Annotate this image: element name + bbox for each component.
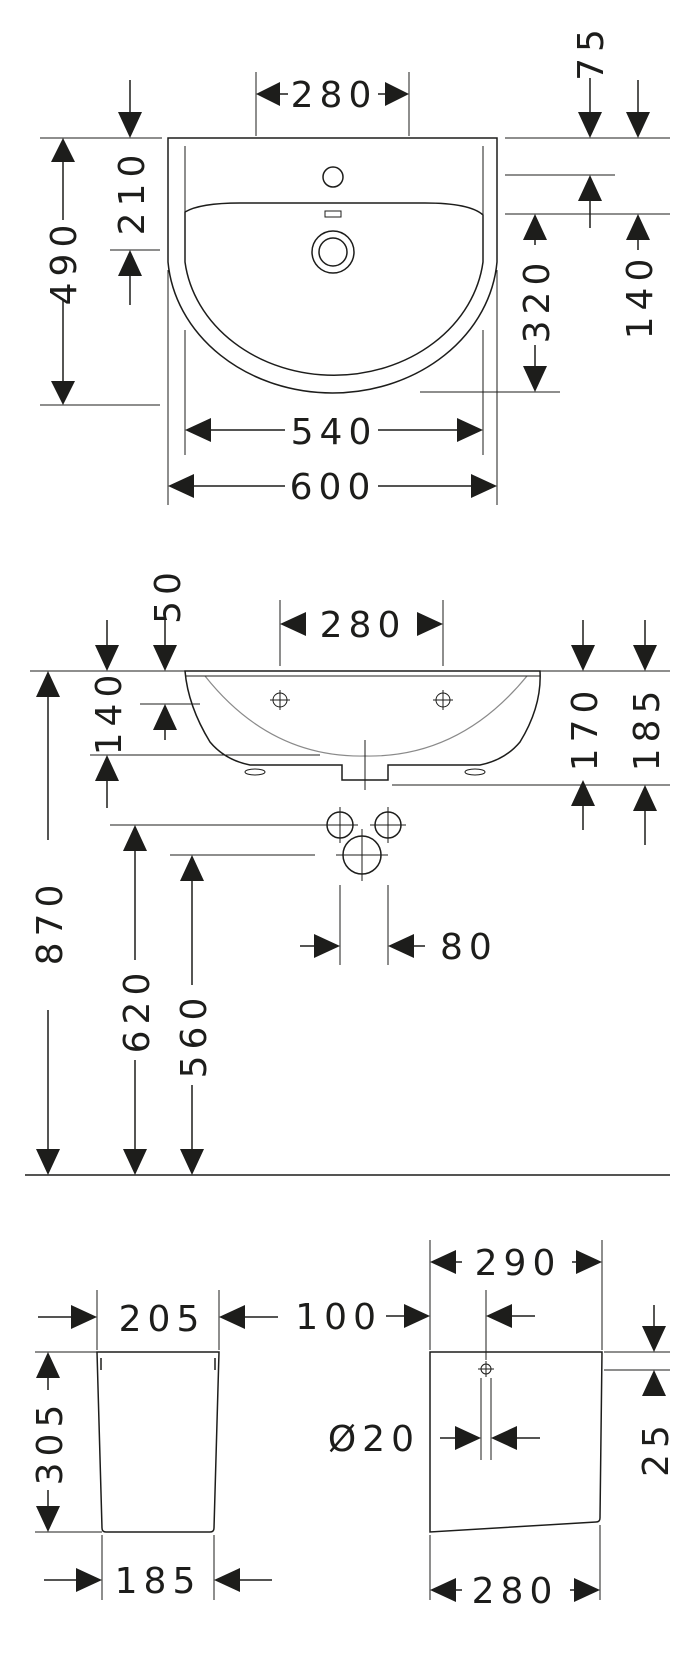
dim-185-front: 185 [627, 685, 668, 772]
dim-dia20: Ø20 [328, 1419, 420, 1460]
dim-290: 290 [475, 1243, 562, 1284]
dim-140-right: 140 [620, 253, 661, 340]
dim-80: 80 [440, 927, 498, 968]
dim-870: 870 [30, 879, 71, 966]
basin-inner-bowl [184, 202, 484, 376]
dim-25: 25 [636, 1419, 677, 1477]
drain [311, 230, 355, 274]
supply-pipes [322, 807, 406, 881]
basin-profile [184, 670, 541, 781]
dim-100: 100 [295, 1297, 382, 1338]
dim-600: 600 [290, 467, 377, 508]
dim-50: 50 [148, 566, 189, 624]
dim-490: 490 [44, 219, 85, 306]
dim-620: 620 [117, 967, 158, 1054]
dim-185-pedestal: 185 [115, 1561, 202, 1602]
tap-hole [322, 166, 344, 188]
dim-320: 320 [517, 257, 558, 344]
dim-210: 210 [112, 149, 153, 236]
front-view: 280 870 140 50 170 185 [25, 566, 670, 1176]
dim-305: 305 [30, 1399, 71, 1486]
top-view: 280 490 210 75 140 320 [40, 23, 670, 508]
pedestal-side-outline [96, 1351, 220, 1533]
dim-top-280: 280 [291, 75, 378, 116]
dim-560: 560 [174, 992, 215, 1079]
dim-540: 540 [291, 412, 378, 453]
dim-140-front: 140 [89, 669, 130, 756]
pedestal-front-view: 290 100 Ø20 25 280 [295, 1240, 677, 1612]
pedestal-side-view: 205 305 185 [30, 1290, 278, 1602]
dim-pedestal-280: 280 [472, 1571, 559, 1612]
dim-75: 75 [571, 23, 612, 81]
dim-205: 205 [119, 1299, 206, 1340]
dim-170: 170 [565, 685, 606, 772]
dim-front-280: 280 [320, 605, 407, 646]
